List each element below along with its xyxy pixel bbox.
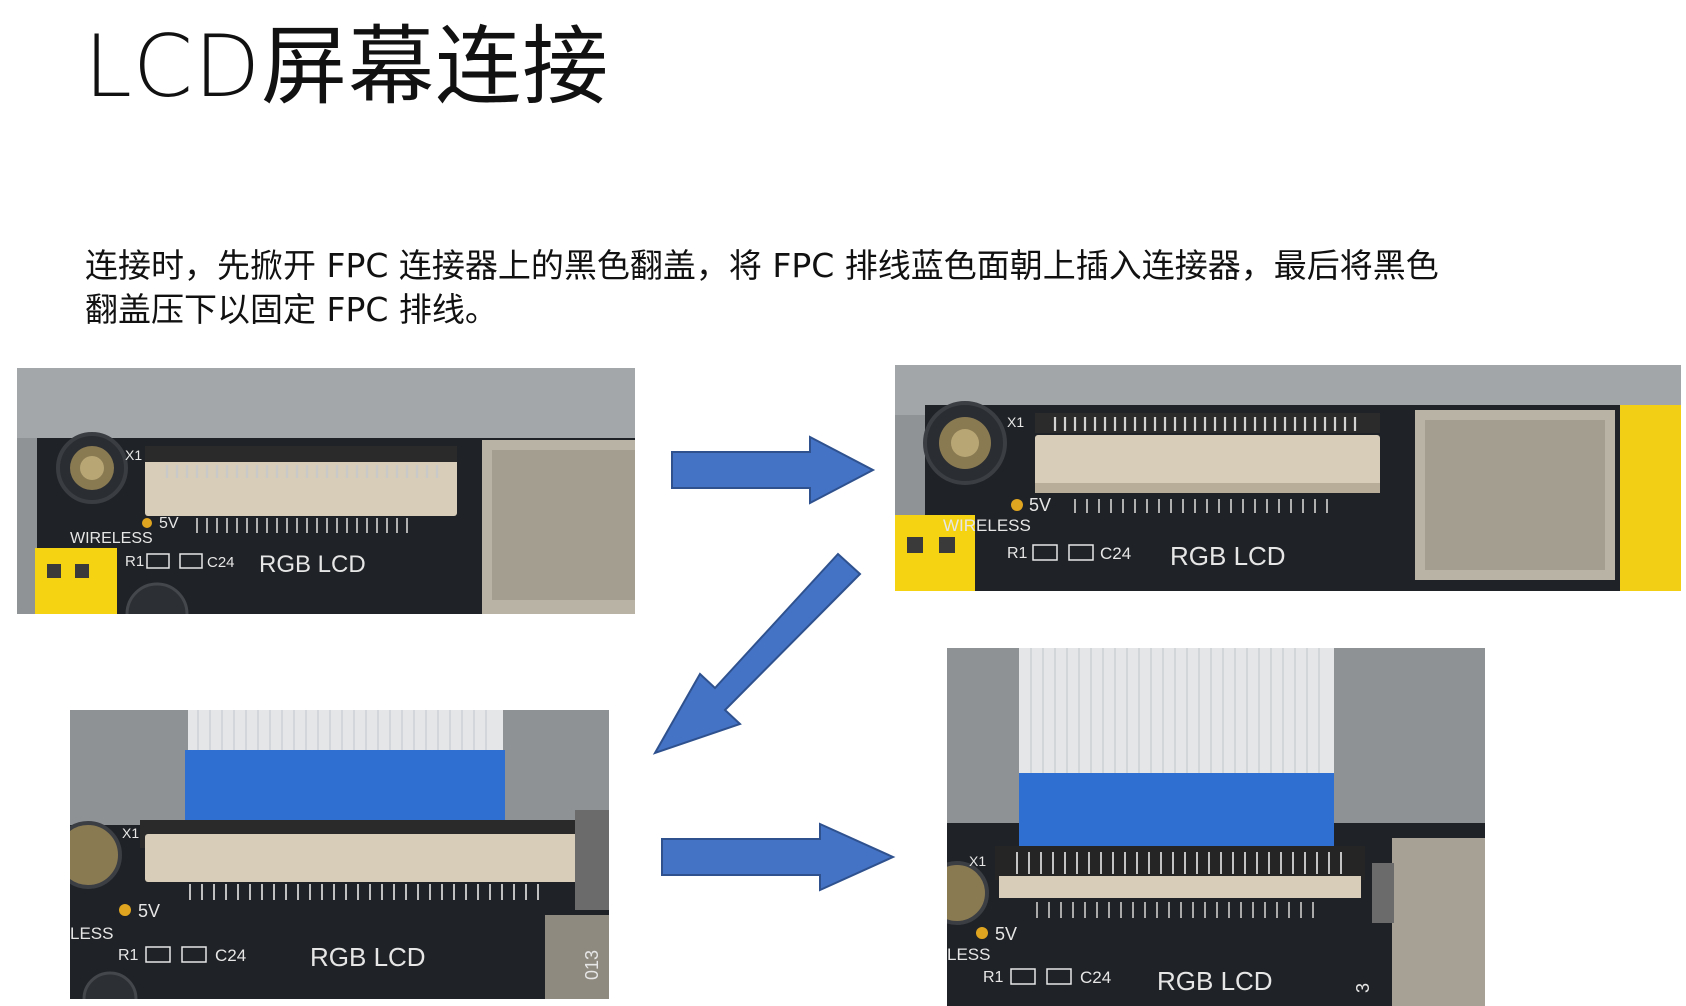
- silkscreen-wireless: WIRELESS: [70, 530, 153, 547]
- photo-ribbon-inserted: 5V LESS X1 R1 C24 RGB LCD 013: [70, 710, 609, 999]
- silkscreen-rgb-lcd: RGB LCD: [1157, 966, 1273, 996]
- arrow-right-icon: [661, 822, 896, 892]
- silkscreen-rgb-lcd: RGB LCD: [259, 551, 366, 578]
- silkscreen-x1: X1: [969, 853, 986, 869]
- page-title: LCD屏幕连接: [84, 17, 610, 117]
- arrow-right-icon: [671, 435, 876, 505]
- silkscreen-r1: R1: [125, 553, 144, 570]
- silkscreen-x1: X1: [125, 447, 142, 463]
- photo-connector-closed: 5V WIRELESS X1 R1 C24 RGB LCD: [17, 368, 635, 614]
- silkscreen-x1: X1: [1007, 414, 1024, 430]
- silkscreen-c24: C24: [1080, 968, 1111, 987]
- silkscreen-edge: 013: [582, 950, 602, 980]
- photo-connector-flap-open: 5V WIRELESS X1 R1 C24 RGB LCD: [895, 365, 1681, 591]
- instruction-line-1: 连接时，先掀开 FPC 连接器上的黑色翻盖，将 FPC 排线蓝色面朝上插入连接器…: [85, 246, 1439, 285]
- connector-pins: [165, 465, 439, 478]
- ribbon-blue-face: [185, 750, 505, 832]
- silkscreen-rgb-lcd: RGB LCD: [310, 942, 426, 972]
- silkscreen-5v: 5V: [1029, 495, 1051, 515]
- silkscreen-5v: 5V: [159, 515, 179, 532]
- instruction-line-2: 翻盖压下以固定 FPC 排线。: [85, 290, 498, 329]
- silkscreen-5v: 5V: [138, 901, 160, 921]
- photo-flap-pressed-down: 5V LESS X1 R1 C24 RGB LCD 3: [947, 648, 1485, 1006]
- silkscreen-r1: R1: [983, 969, 1004, 986]
- ribbon-blue-face: [1019, 773, 1334, 855]
- silkscreen-rgb-lcd: RGB LCD: [1170, 541, 1286, 571]
- silkscreen-c24: C24: [1100, 544, 1131, 563]
- silkscreen-c24: C24: [207, 554, 235, 571]
- silkscreen-wireless: LESS: [70, 924, 113, 943]
- silkscreen-wireless: WIRELESS: [943, 516, 1031, 535]
- silkscreen-r1: R1: [118, 947, 139, 964]
- silkscreen-c24: C24: [215, 946, 246, 965]
- arrow-down-left-icon: [652, 552, 862, 755]
- silkscreen-x1: X1: [122, 825, 139, 841]
- silkscreen-5v: 5V: [995, 924, 1017, 944]
- silkscreen-wireless: LESS: [947, 945, 990, 964]
- instruction-text: 连接时，先掀开 FPC 连接器上的黑色翻盖，将 FPC 排线蓝色面朝上插入连接器…: [85, 244, 1645, 332]
- silkscreen-edge: 3: [1353, 983, 1373, 993]
- silkscreen-r1: R1: [1007, 545, 1028, 562]
